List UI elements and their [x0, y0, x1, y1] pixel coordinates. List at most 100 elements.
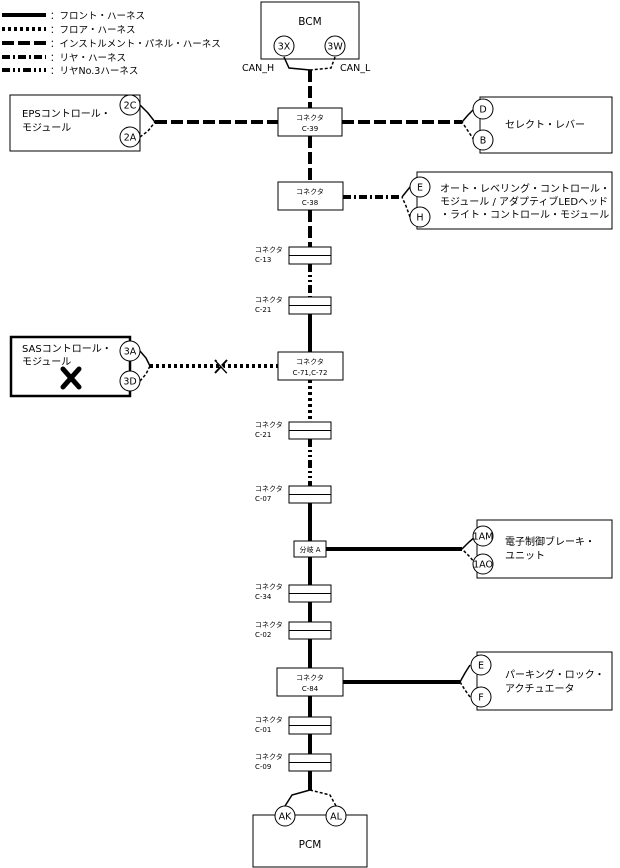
brake-label-1: 電子制御ブレーキ・ — [505, 535, 595, 548]
connector-c34-code: C-34 — [255, 593, 272, 601]
parking-pin-e — [470, 654, 492, 676]
eps-pin-2c-wire — [139, 104, 156, 123]
connector-c07-title: コネクタ — [255, 484, 283, 493]
headlight-module: オート・レベリング・コントロール・ モジュール / アダプティブLEDヘッド ・… — [343, 171, 613, 230]
connector-c39: コネクタ C-39 — [277, 107, 343, 137]
eps-pin-2c — [119, 94, 141, 116]
bcm-pin-3w-label: 3W — [327, 42, 343, 53]
brake-box — [476, 519, 613, 579]
parking-pin-e-wire — [459, 664, 471, 683]
connector-c02-code: C-02 — [255, 631, 271, 639]
bcm-pin-3x — [273, 35, 295, 57]
bcm-can-l-label: CAN_L — [340, 63, 371, 74]
select-lever-pin-d — [472, 98, 494, 120]
eps-pin-2c-label: 2C — [124, 101, 137, 112]
headlight-pin-h-wire — [401, 196, 411, 218]
pcm-pin-ak-wire — [284, 789, 311, 807]
sas-module: SASコントロール・ モジュール 3A 3D — [9, 335, 278, 398]
connector-c02: コネクタ C-02 — [255, 620, 332, 640]
connector-c07: コネクタ C-07 — [255, 484, 332, 504]
select-lever-label: セレクト・レバー — [505, 119, 585, 131]
brake-pin-1ao-wire — [461, 548, 477, 565]
bcm-pin-3x-label: 3X — [278, 42, 291, 53]
sas-fault-x-icon — [60, 366, 82, 390]
parking-label-1: パーキング・ロック・ — [505, 668, 605, 681]
connector-c02-title: コネクタ — [255, 620, 283, 629]
legend-front-label: ：フロント・ハーネス — [50, 11, 145, 22]
connector-c07-code: C-07 — [255, 495, 271, 503]
bcm-can-h-wire — [283, 56, 311, 71]
connector-c84-title: コネクタ — [296, 673, 324, 682]
bcm-can-l-wire — [309, 56, 336, 71]
sas-label-2: モジュール — [22, 357, 71, 368]
junction-a-label: 分岐 A — [299, 545, 320, 554]
pcm-pin-al-label: AL — [330, 812, 342, 823]
connector-c84-code: C-84 — [302, 685, 319, 693]
eps-pin-2a-wire — [139, 121, 156, 138]
select-lever-module: セレクト・レバー D B — [342, 96, 613, 154]
pcm-pin-ak — [274, 805, 296, 827]
connector-c84: コネクタ C-84 — [276, 667, 344, 697]
pcm-module: PCM AK AL — [252, 789, 368, 868]
select-lever-pin-b-wire — [461, 121, 475, 141]
eps-label-2: モジュール — [22, 123, 71, 134]
pcm-pin-al — [325, 805, 347, 827]
select-lever-pin-b-label: B — [480, 136, 487, 147]
connector-c39-code: C-39 — [302, 125, 318, 133]
connector-c38-code: C-38 — [302, 199, 318, 207]
headlight-pin-e-label: E — [417, 183, 423, 194]
select-lever-pin-d-label: D — [479, 105, 486, 116]
sas-pin-3d-wire — [139, 365, 151, 382]
headlight-pin-e — [409, 176, 431, 198]
parking-pin-f-wire — [459, 681, 471, 698]
eps-pin-2a-label: 2A — [124, 133, 137, 144]
parking-module: パーキング・ロック・ アクチュエータ E F — [343, 651, 613, 711]
connector-c13-code: C-13 — [255, 256, 271, 264]
headlight-box — [416, 171, 613, 230]
select-lever-box — [479, 96, 613, 154]
bcm-pin-3w — [324, 35, 346, 57]
brake-label-2: ユニット — [505, 551, 545, 562]
connector-c34: コネクタ C-34 — [255, 582, 332, 603]
parking-pin-f — [470, 686, 492, 708]
sas-box — [9, 335, 132, 398]
headlight-label-1: オート・レベリング・コントロール・ — [440, 182, 610, 195]
sas-pin-3a-label: 3A — [124, 347, 137, 358]
connector-c38-title: コネクタ — [296, 187, 324, 196]
connector-c71-c72: コネクタ C-71,C-72 — [277, 351, 344, 381]
eps-module: EPSコントロール・ モジュール 2C 2A — [9, 94, 278, 152]
pcm-title: PCM — [299, 839, 322, 851]
bcm-can-h-label: CAN_H — [242, 63, 274, 74]
bcm-title: BCM — [298, 16, 321, 28]
select-lever-pin-b — [472, 129, 494, 151]
select-lever-pin-d-wire — [461, 108, 475, 123]
headlight-pin-h-label: H — [416, 213, 423, 224]
parking-label-2: アクチュエータ — [505, 683, 575, 695]
connector-c01: コネクタ C-01 — [255, 715, 332, 735]
connector-c71-c72-title: コネクタ — [296, 357, 324, 366]
eps-label-1: EPSコントロール・ — [22, 109, 111, 120]
brake-pin-1am-label: 1AM — [473, 532, 494, 543]
headlight-pin-h — [409, 206, 431, 228]
sas-pin-3a — [119, 340, 141, 362]
connector-c21-lower: コネクタ C-21 — [255, 420, 332, 440]
brake-pin-1ao — [472, 553, 494, 575]
connector-c13-title: コネクタ — [255, 245, 283, 254]
pcm-pin-al-wire — [309, 789, 337, 807]
legend-instrument-label: ：インストルメント・パネル・ハーネス — [50, 39, 221, 50]
parking-pin-f-label: F — [478, 693, 483, 704]
connector-c21-upper-title: コネクタ — [255, 295, 283, 304]
connector-c39-title: コネクタ — [296, 113, 324, 122]
pcm-pin-ak-label: AK — [279, 812, 292, 823]
connector-c13: コネクタ C-13 — [255, 245, 332, 265]
junction-a: 分岐 A — [293, 540, 327, 558]
brake-pin-1ao-label: 1AO — [473, 560, 493, 571]
connector-c38: コネクタ C-38 — [277, 181, 344, 211]
connector-c09-code: C-09 — [255, 763, 271, 771]
legend-rear-label: ：リヤ・ハーネス — [50, 53, 126, 64]
legend-rear3-label: ：リヤNo.3ハーネス — [50, 66, 138, 77]
brake-module: 電子制御ブレーキ・ ユニット 1AM 1AO — [326, 519, 613, 579]
connector-c21-lower-code: C-21 — [255, 431, 271, 439]
eps-pin-2a — [119, 126, 141, 148]
